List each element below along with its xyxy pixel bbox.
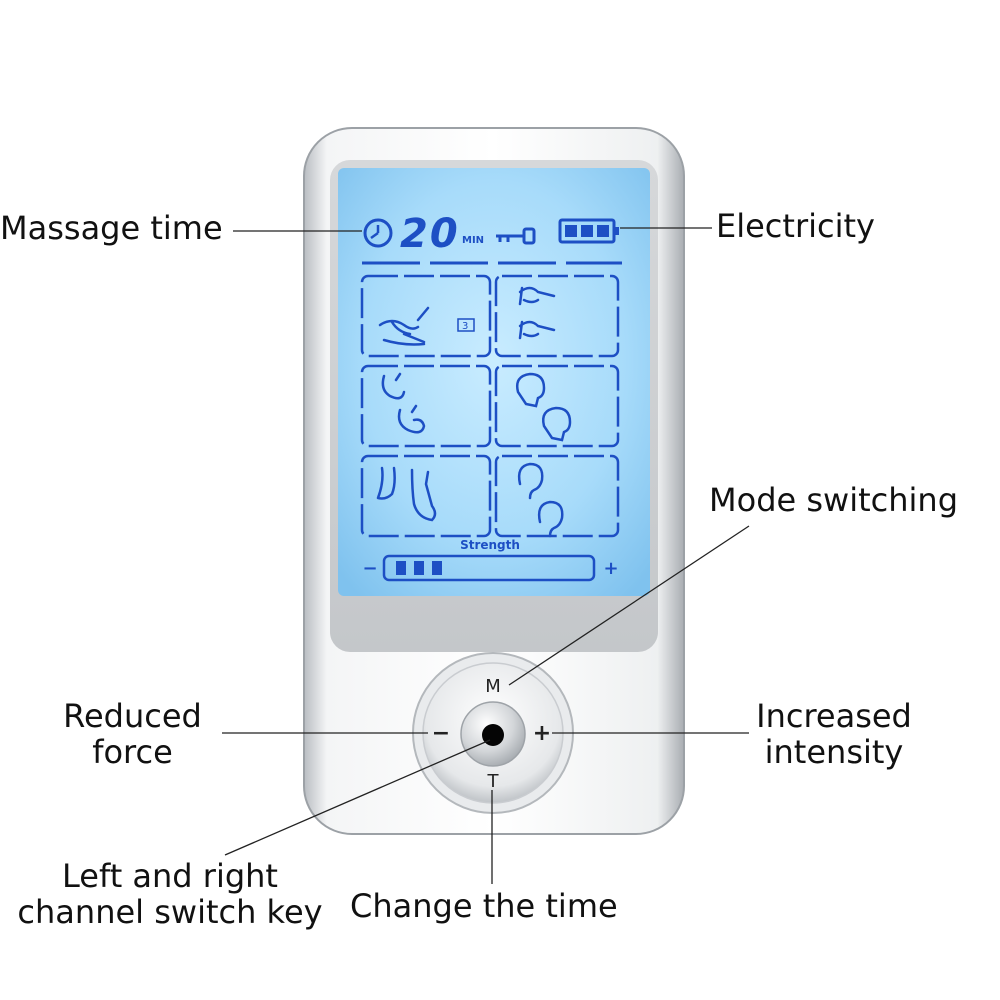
strength-label: Strength <box>460 538 520 552</box>
callout-electricity: Electricity <box>716 207 875 245</box>
callout-reduced-force: Reduced force <box>50 698 215 770</box>
mode-badge: 3 <box>457 318 475 332</box>
ear-icon <box>517 462 564 538</box>
svg-text:3: 3 <box>462 321 468 332</box>
mode-grid <box>360 274 620 538</box>
callout-massage-time: Massage time <box>0 209 223 247</box>
mode-cell-hand <box>360 274 492 358</box>
clock-icon <box>363 218 393 248</box>
timer-unit: MIN <box>462 235 484 246</box>
callout-increased-intensity: Increased intensity <box>748 698 920 770</box>
battery-bar <box>565 225 577 237</box>
strength-plus: + <box>603 558 618 579</box>
callout-increased-intensity-line1: Increased <box>756 697 912 735</box>
callout-reduced-force-line1: Reduced <box>63 697 202 735</box>
mode-cell-stomach <box>360 364 492 448</box>
mode-cell-fingers <box>494 274 620 358</box>
feet-icon <box>376 466 437 522</box>
strength-minus: − <box>362 558 377 579</box>
plus-button[interactable]: + <box>533 721 551 746</box>
callout-channel-switch-line2: channel switch key <box>17 893 323 931</box>
leader-mode-switching <box>508 525 750 686</box>
leader-channel-switch <box>224 739 491 856</box>
stomach-icon <box>381 372 426 434</box>
leader-lines <box>222 227 750 884</box>
callout-mode-switching: Mode switching <box>709 481 958 519</box>
minus-button[interactable]: − <box>432 721 450 746</box>
mode-button[interactable]: M <box>485 676 501 697</box>
battery-bar <box>581 225 593 237</box>
mode-cell-feet <box>360 454 492 538</box>
callout-change-time: Change the time <box>350 887 618 925</box>
mode-cell-head <box>494 364 620 448</box>
hand-massage-icon <box>378 306 430 346</box>
time-button[interactable]: T <box>487 771 500 792</box>
strength-segment <box>396 561 406 575</box>
callout-channel-switch: Left and right channel switch key <box>5 858 335 930</box>
key-lock-icon <box>496 227 536 245</box>
fingers-pinch-icon <box>518 286 556 340</box>
head-icon <box>516 372 572 442</box>
strength-bar-frame <box>382 554 596 582</box>
strength-segment <box>432 561 442 575</box>
callout-channel-switch-line1: Left and right <box>62 857 278 895</box>
battery-icon <box>558 218 619 244</box>
mode-cell-ear <box>494 454 620 538</box>
strength-segment <box>414 561 424 575</box>
callout-increased-intensity-line2: intensity <box>764 733 904 771</box>
battery-bar <box>597 225 609 237</box>
strength-segments <box>396 561 442 575</box>
callout-reduced-force-line2: force <box>92 733 173 771</box>
timer-value: 20 <box>400 211 460 257</box>
